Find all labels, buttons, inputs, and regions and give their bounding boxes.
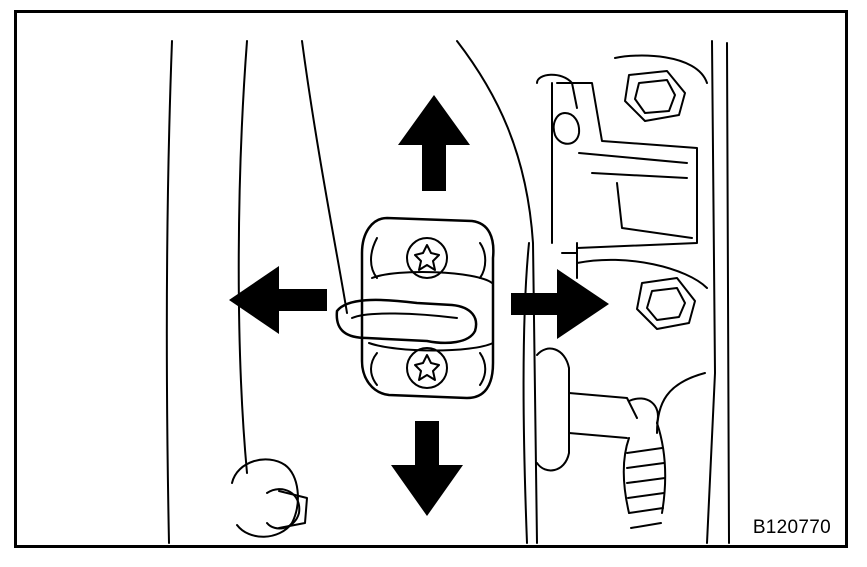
wire-harness (536, 347, 667, 529)
lower-bolt (231, 458, 308, 538)
door-striker-illustration (165, 40, 730, 544)
door-lock-striker (335, 216, 495, 400)
arrow-up (398, 95, 470, 191)
arrow-left (229, 266, 327, 334)
figure-code: B120770 (752, 517, 831, 538)
hinge-assembly (536, 73, 708, 289)
diagram-frame: B120770 (14, 10, 848, 548)
upper-hex-bolt (614, 54, 708, 122)
door-edge-lines (165, 40, 538, 544)
arrow-right (511, 269, 609, 339)
arrow-down (391, 421, 463, 516)
lower-hex-bolt (636, 277, 696, 330)
